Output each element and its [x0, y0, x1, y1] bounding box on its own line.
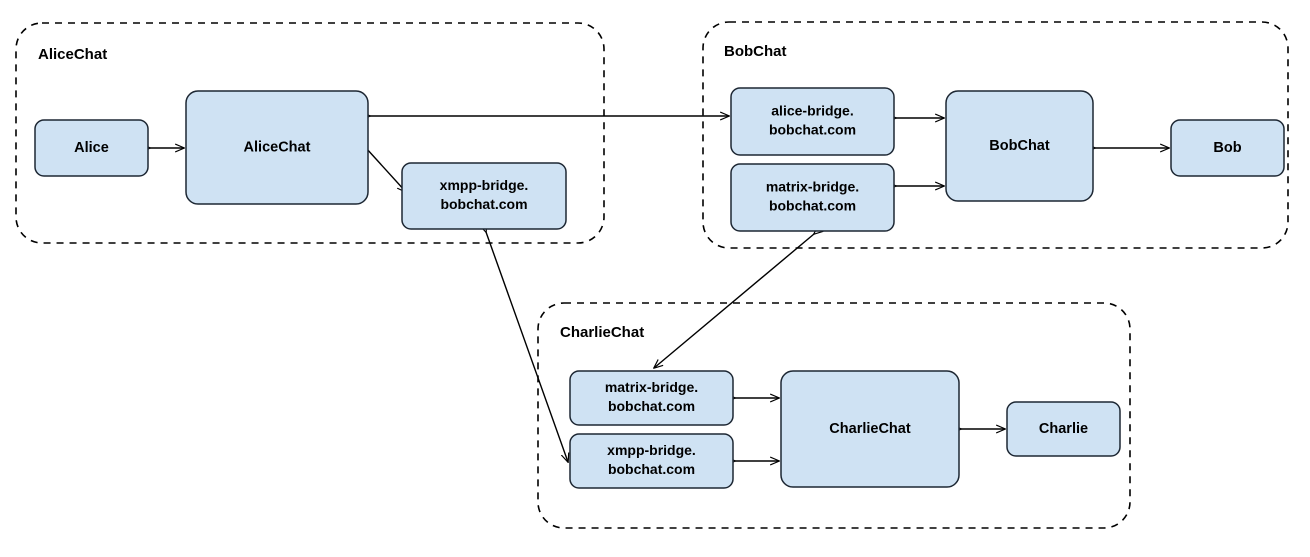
edge-alicexmpp-charliexmpp: [486, 232, 568, 462]
node-charlie-box[interactable]: [1006, 401, 1121, 457]
group-label-charliechat: CharlieChat: [560, 324, 644, 341]
node-alice[interactable]: Alice: [34, 119, 149, 177]
node-bob-matrix-bridge-label-line-1: bobchat.com: [769, 198, 856, 214]
node-charlie-xmpp-bridge-box[interactable]: [569, 433, 734, 489]
node-alice-xmpp-bridge-label-line-1: bobchat.com: [440, 196, 527, 212]
group-frame-alicechat: [15, 22, 605, 244]
node-bobchat-label-line-0: BobChat: [989, 138, 1050, 154]
node-bob-label-line-0: Bob: [1213, 140, 1241, 156]
node-alice-box[interactable]: [34, 119, 149, 177]
node-alicechat-label-line-0: AliceChat: [244, 139, 311, 155]
node-alicechat[interactable]: AliceChat: [185, 90, 369, 205]
node-bob-box[interactable]: [1170, 119, 1285, 177]
edges-layer: [150, 116, 1169, 462]
group-label-bobchat: BobChat: [724, 43, 787, 60]
node-bob-matrix-bridge-label-line-0: matrix-bridge.: [766, 179, 859, 195]
group-frame-bobchat: [702, 21, 1289, 249]
node-charliechat-box[interactable]: [780, 370, 960, 488]
node-charlie-xmpp-bridge-label-line-0: xmpp-bridge.: [607, 442, 696, 458]
node-bob-alice-bridge-label-line-0: alice-bridge.: [771, 103, 853, 119]
edge-alicechat-xmppbridge: [366, 148, 406, 192]
node-bobchat-box[interactable]: [945, 90, 1094, 202]
node-alice-xmpp-bridge-label-line-0: xmpp-bridge.: [440, 177, 529, 193]
node-bob[interactable]: Bob: [1170, 119, 1285, 177]
node-charlie-label-line-0: Charlie: [1039, 421, 1088, 437]
node-bobchat[interactable]: BobChat: [945, 90, 1094, 202]
node-charlie-xmpp-bridge[interactable]: xmpp-bridge. bobchat.com: [569, 433, 734, 489]
node-charliechat[interactable]: CharlieChat: [780, 370, 960, 488]
node-bob-alice-bridge-label-line-1: bobchat.com: [769, 122, 856, 138]
edge-bobmatrix-charliematrix: [654, 234, 814, 368]
node-bob-alice-bridge-box[interactable]: [730, 87, 895, 156]
node-alice-label-line-0: Alice: [74, 140, 109, 156]
node-alicechat-box[interactable]: [185, 90, 369, 205]
group-label-alicechat: AliceChat: [38, 46, 107, 63]
node-alice-xmpp-bridge-box[interactable]: [401, 162, 567, 230]
node-charlie-matrix-bridge-label-line-0: matrix-bridge.: [605, 379, 698, 395]
node-bob-matrix-bridge[interactable]: matrix-bridge. bobchat.com: [730, 163, 895, 232]
node-alice-xmpp-bridge[interactable]: xmpp-bridge. bobchat.com: [401, 162, 567, 230]
node-bob-alice-bridge[interactable]: alice-bridge. bobchat.com: [730, 87, 895, 156]
node-bob-matrix-bridge-box[interactable]: [730, 163, 895, 232]
node-charlie[interactable]: Charlie: [1006, 401, 1121, 457]
node-charlie-matrix-bridge-label-line-1: bobchat.com: [608, 398, 695, 414]
node-charliechat-label-line-0: CharlieChat: [829, 421, 911, 437]
node-charlie-xmpp-bridge-label-line-1: bobchat.com: [608, 461, 695, 477]
node-charlie-matrix-bridge-box[interactable]: [569, 370, 734, 426]
node-charlie-matrix-bridge[interactable]: matrix-bridge. bobchat.com: [569, 370, 734, 426]
